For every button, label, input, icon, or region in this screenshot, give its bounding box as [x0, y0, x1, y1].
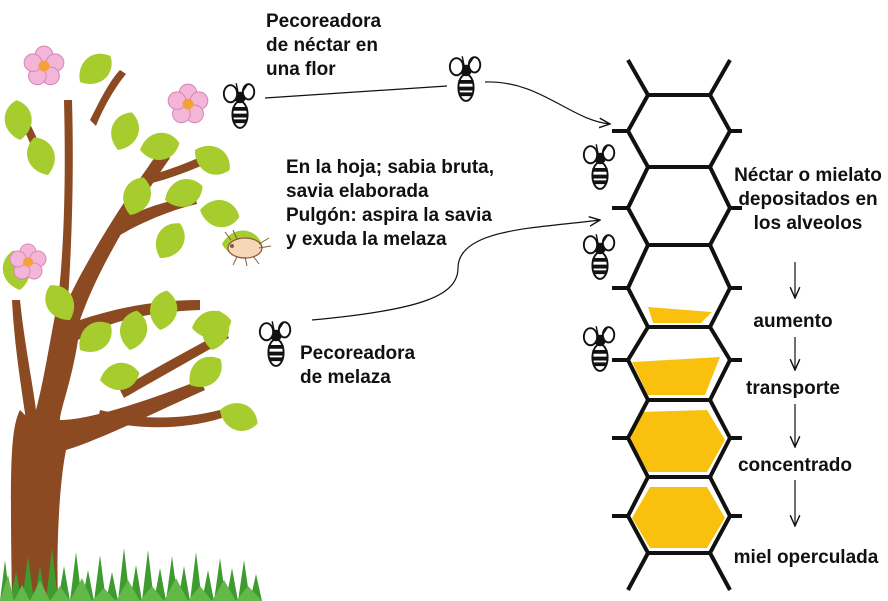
step-transporte: transporte — [728, 377, 858, 401]
tree — [0, 46, 271, 600]
step-deposit: Néctar o mielato depositados en los alve… — [728, 164, 888, 236]
nectar-forager-label: Pecoreadora de néctar en una flor — [266, 10, 381, 82]
honey-fill — [630, 307, 725, 548]
honeycomb — [612, 60, 742, 590]
leaves — [0, 46, 262, 436]
step-aumento: aumento — [728, 310, 858, 334]
leaf-aphid-label: En la hoja; sabia bruta, savia elaborada… — [286, 156, 494, 252]
step-concentrado: concentrado — [728, 454, 862, 478]
honeydew-forager-label: Pecoreadora de melaza — [300, 342, 415, 390]
step-miel-operculada: miel operculada — [728, 546, 884, 570]
